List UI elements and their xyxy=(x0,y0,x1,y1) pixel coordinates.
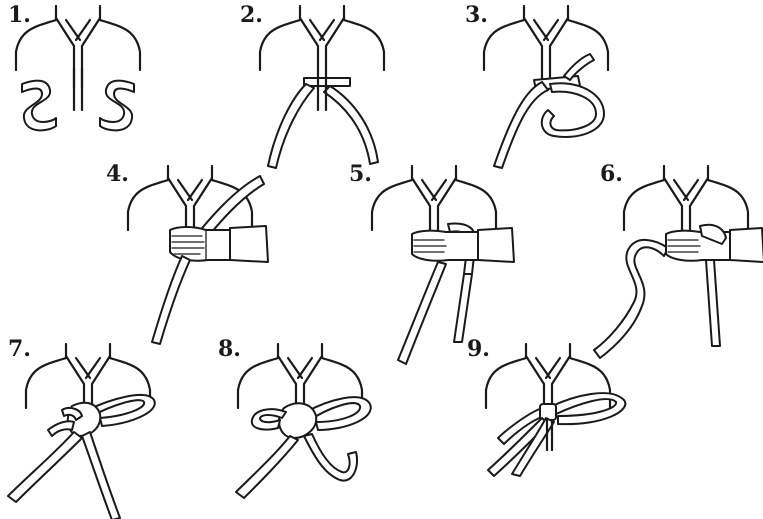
step-8-illustration xyxy=(236,344,371,498)
step-1-illustration xyxy=(16,6,140,130)
step-3-illustration xyxy=(484,6,608,168)
step-6-illustration xyxy=(594,166,763,358)
step-2-illustration xyxy=(260,6,384,168)
step-4-illustration xyxy=(128,166,268,344)
step-9-illustration xyxy=(486,344,625,476)
step-7-illustration xyxy=(8,344,155,519)
step-5-illustration xyxy=(372,166,514,364)
